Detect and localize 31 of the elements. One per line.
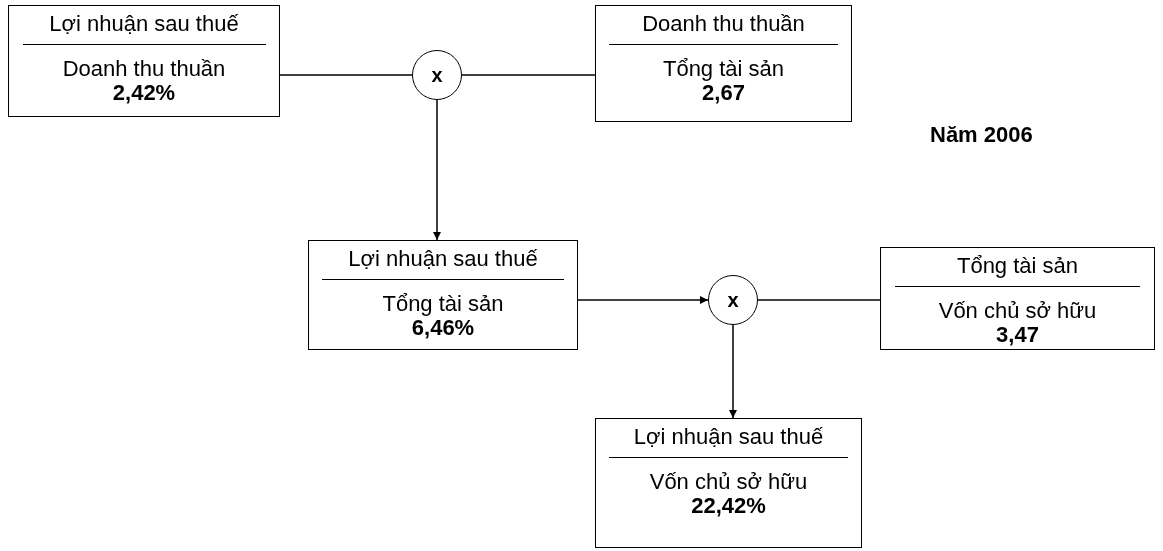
value-text: 3,47 [996, 323, 1039, 347]
operator-symbol: x [727, 288, 739, 312]
ratio-box [308, 240, 578, 350]
value-text: 6,46% [411, 316, 475, 340]
year-label: Năm 2006 [930, 123, 1033, 147]
denominator-text: Vốn chủ sở hữu [938, 299, 1097, 323]
numerator-text: Lợi nhuận sau thuế [633, 425, 824, 449]
operator-symbol: x [431, 63, 443, 87]
value-text: 22,42% [691, 494, 766, 518]
numerator-text: Lợi nhuận sau thuế [348, 247, 538, 271]
denominator-text: Tổng tài sản [662, 57, 785, 81]
denominator-text: Doanh thu thuần [62, 57, 226, 81]
denominator-text: Tổng tài sản [382, 292, 504, 316]
numerator-text: Lợi nhuận sau thuế [49, 12, 239, 36]
numerator-text: Doanh thu thuần [642, 12, 805, 36]
ratio-box [595, 5, 852, 122]
ratio-box [8, 5, 280, 117]
value-text: 2,42% [112, 81, 176, 105]
arrow [729, 324, 737, 419]
value-text: 2,67 [702, 81, 745, 105]
arrow [433, 99, 441, 241]
numerator-text: Tổng tài sản [956, 254, 1079, 278]
connector-line [279, 74, 413, 76]
ratio-box [595, 418, 862, 548]
connector-line [757, 299, 881, 301]
multiply-circle [708, 275, 758, 325]
denominator-text: Vốn chủ sở hữu [649, 470, 808, 494]
connector-line [461, 74, 596, 76]
ratio-box [880, 247, 1155, 350]
arrow [577, 296, 709, 304]
multiply-circle [412, 50, 462, 100]
